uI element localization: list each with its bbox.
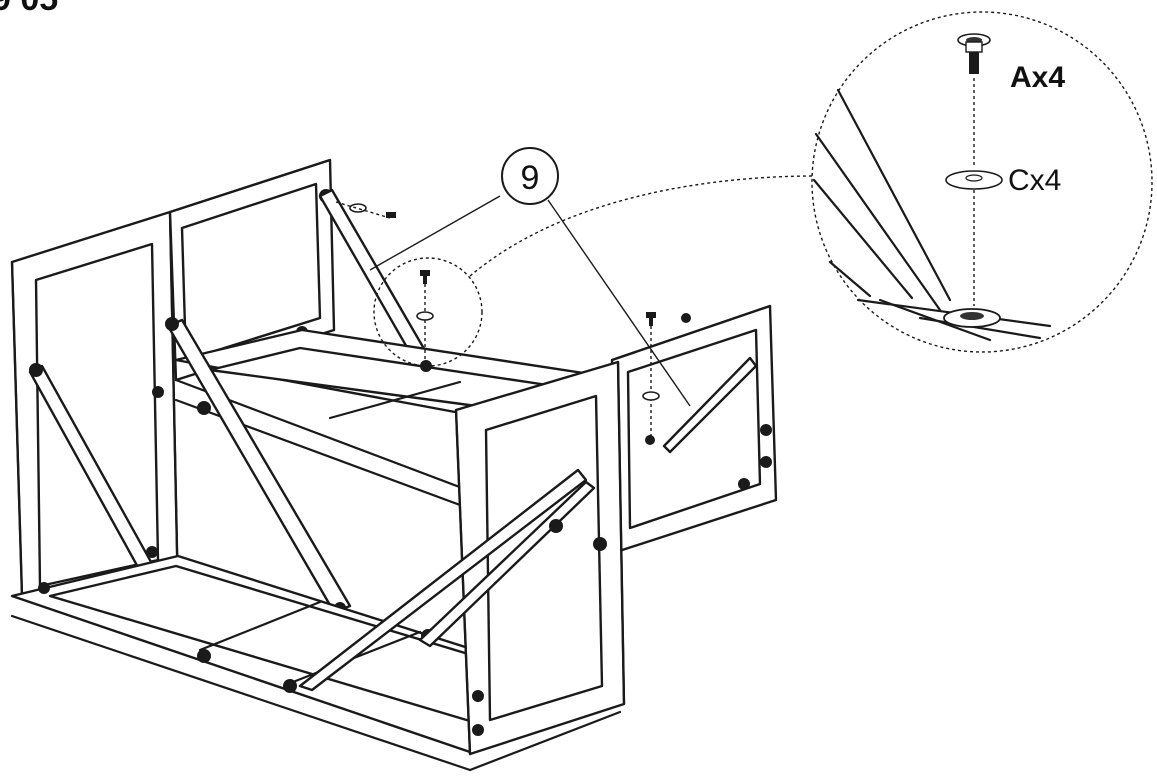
washer-icon (945, 170, 1003, 190)
washer-label: Cx4 (1008, 164, 1061, 197)
screw-icon (957, 33, 991, 74)
step-number: 9 05 (0, 0, 58, 19)
screw-label: Ax4 (1010, 61, 1065, 94)
part-number: 9 (521, 159, 540, 197)
detail-focus-circle (373, 257, 483, 367)
hardware-top-center (416, 270, 434, 366)
detail-view: Ax4 Cx4 (811, 11, 1153, 353)
hardware-right (642, 312, 691, 440)
hardware-top-left (335, 201, 396, 219)
cross-braces (298, 468, 596, 692)
middle-brace (165, 317, 352, 614)
part-callout: 9 (369, 147, 691, 407)
right-rear-frame (610, 304, 778, 554)
detail-connector (469, 175, 817, 277)
left-side-frame (10, 210, 202, 656)
